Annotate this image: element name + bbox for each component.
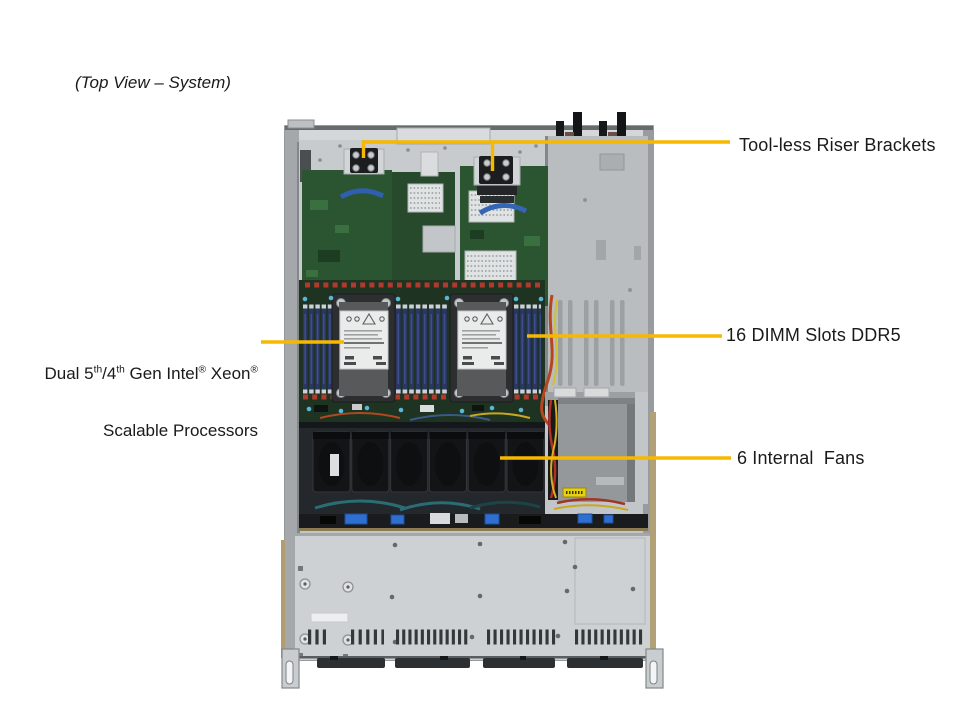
fan-1 bbox=[312, 431, 351, 493]
fan-4 bbox=[428, 431, 467, 493]
fan-3 bbox=[390, 431, 429, 493]
callout-label-processors: Dual 5th/4th Gen Intel® Xeon® Scalable P… bbox=[20, 326, 258, 478]
callout-label-dimm-slots: 16 DIMM Slots DDR5 bbox=[726, 325, 901, 345]
front-drive-bay-cover bbox=[295, 533, 650, 660]
power-distribution-board bbox=[545, 387, 648, 504]
internal-fans bbox=[299, 422, 545, 498]
board-capacitors bbox=[302, 294, 558, 430]
perforated-heatsinks bbox=[407, 183, 517, 286]
side-rail-left bbox=[281, 540, 285, 658]
riser-bracket-left bbox=[343, 148, 385, 175]
callout-lines bbox=[261, 140, 731, 460]
callout-label-riser-brackets: Tool-less Riser Brackets bbox=[739, 135, 936, 155]
warning-sticker bbox=[562, 487, 587, 498]
figure-title: (Top View – System) bbox=[75, 73, 231, 92]
cpu-socket-2 bbox=[449, 293, 514, 403]
power-supply-bay bbox=[545, 136, 648, 396]
riser-bracket-right bbox=[473, 156, 521, 203]
fan-cables bbox=[299, 497, 629, 516]
riser-callout-line bbox=[361, 140, 730, 158]
callout-label-internal-fans: 6 Internal Fans bbox=[737, 448, 865, 468]
fan-2 bbox=[351, 431, 390, 493]
fan-6 bbox=[506, 431, 545, 493]
front-drive-trays-edge bbox=[295, 656, 650, 668]
rack-ear-left bbox=[281, 648, 300, 689]
drive-backplane bbox=[299, 513, 648, 531]
rack-ear-right bbox=[645, 648, 664, 689]
cpu-label-line1: Dual 5th/4th Gen Intel® Xeon® bbox=[44, 364, 258, 383]
cpu-label-line2: Scalable Processors bbox=[103, 421, 258, 440]
sata-cable-left bbox=[339, 188, 385, 200]
side-rail-right bbox=[650, 412, 656, 658]
chassis-label bbox=[310, 612, 349, 623]
sata-cable-right bbox=[478, 203, 528, 216]
cpu-socket-1 bbox=[331, 293, 396, 403]
fan-5 bbox=[467, 431, 506, 493]
